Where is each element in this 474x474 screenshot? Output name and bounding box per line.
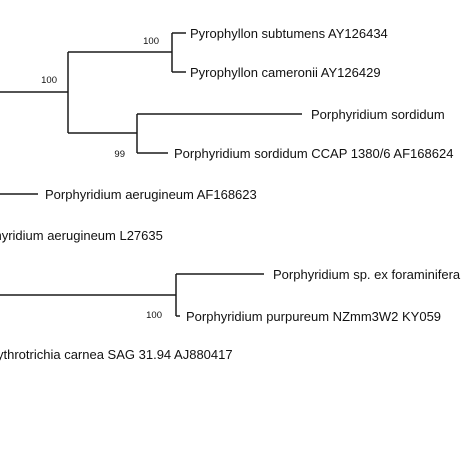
support-value-purpureum: 100 bbox=[146, 310, 162, 321]
taxon-label: Porphyridium aerugineum AF168623 bbox=[45, 187, 257, 202]
tree-branches bbox=[0, 32, 302, 317]
taxon-label: Porphyridium aerugineum L27635 bbox=[0, 228, 163, 243]
taxon-label: Porphyridium purpureum NZmm3W2 KY059 bbox=[186, 309, 441, 324]
taxon-label: Erythrotrichia carnea SAG 31.94 AJ880417 bbox=[0, 347, 233, 362]
taxon-label: Pyrophyllon subtumens AY126434 bbox=[190, 26, 388, 41]
support-value-sordidum: 99 bbox=[114, 149, 125, 160]
taxon-label: Porphyridium sordidum bbox=[311, 107, 445, 122]
support-value-pyrophyllon: 100 bbox=[143, 36, 159, 47]
taxon-label: Pyrophyllon cameronii AY126429 bbox=[190, 65, 381, 80]
support-value-pyrophyllon-sordidum: 100 bbox=[41, 75, 57, 86]
taxon-labels: Pyrophyllon subtumens AY126434 Pyrophyll… bbox=[0, 26, 461, 362]
taxon-label: Porphyridium sordidum CCAP 1380/6 AF1686… bbox=[174, 146, 453, 161]
support-values: 100 100 99 100 bbox=[41, 36, 162, 321]
taxon-label: Porphyridium sp. ex foraminifera bbox=[273, 267, 461, 282]
